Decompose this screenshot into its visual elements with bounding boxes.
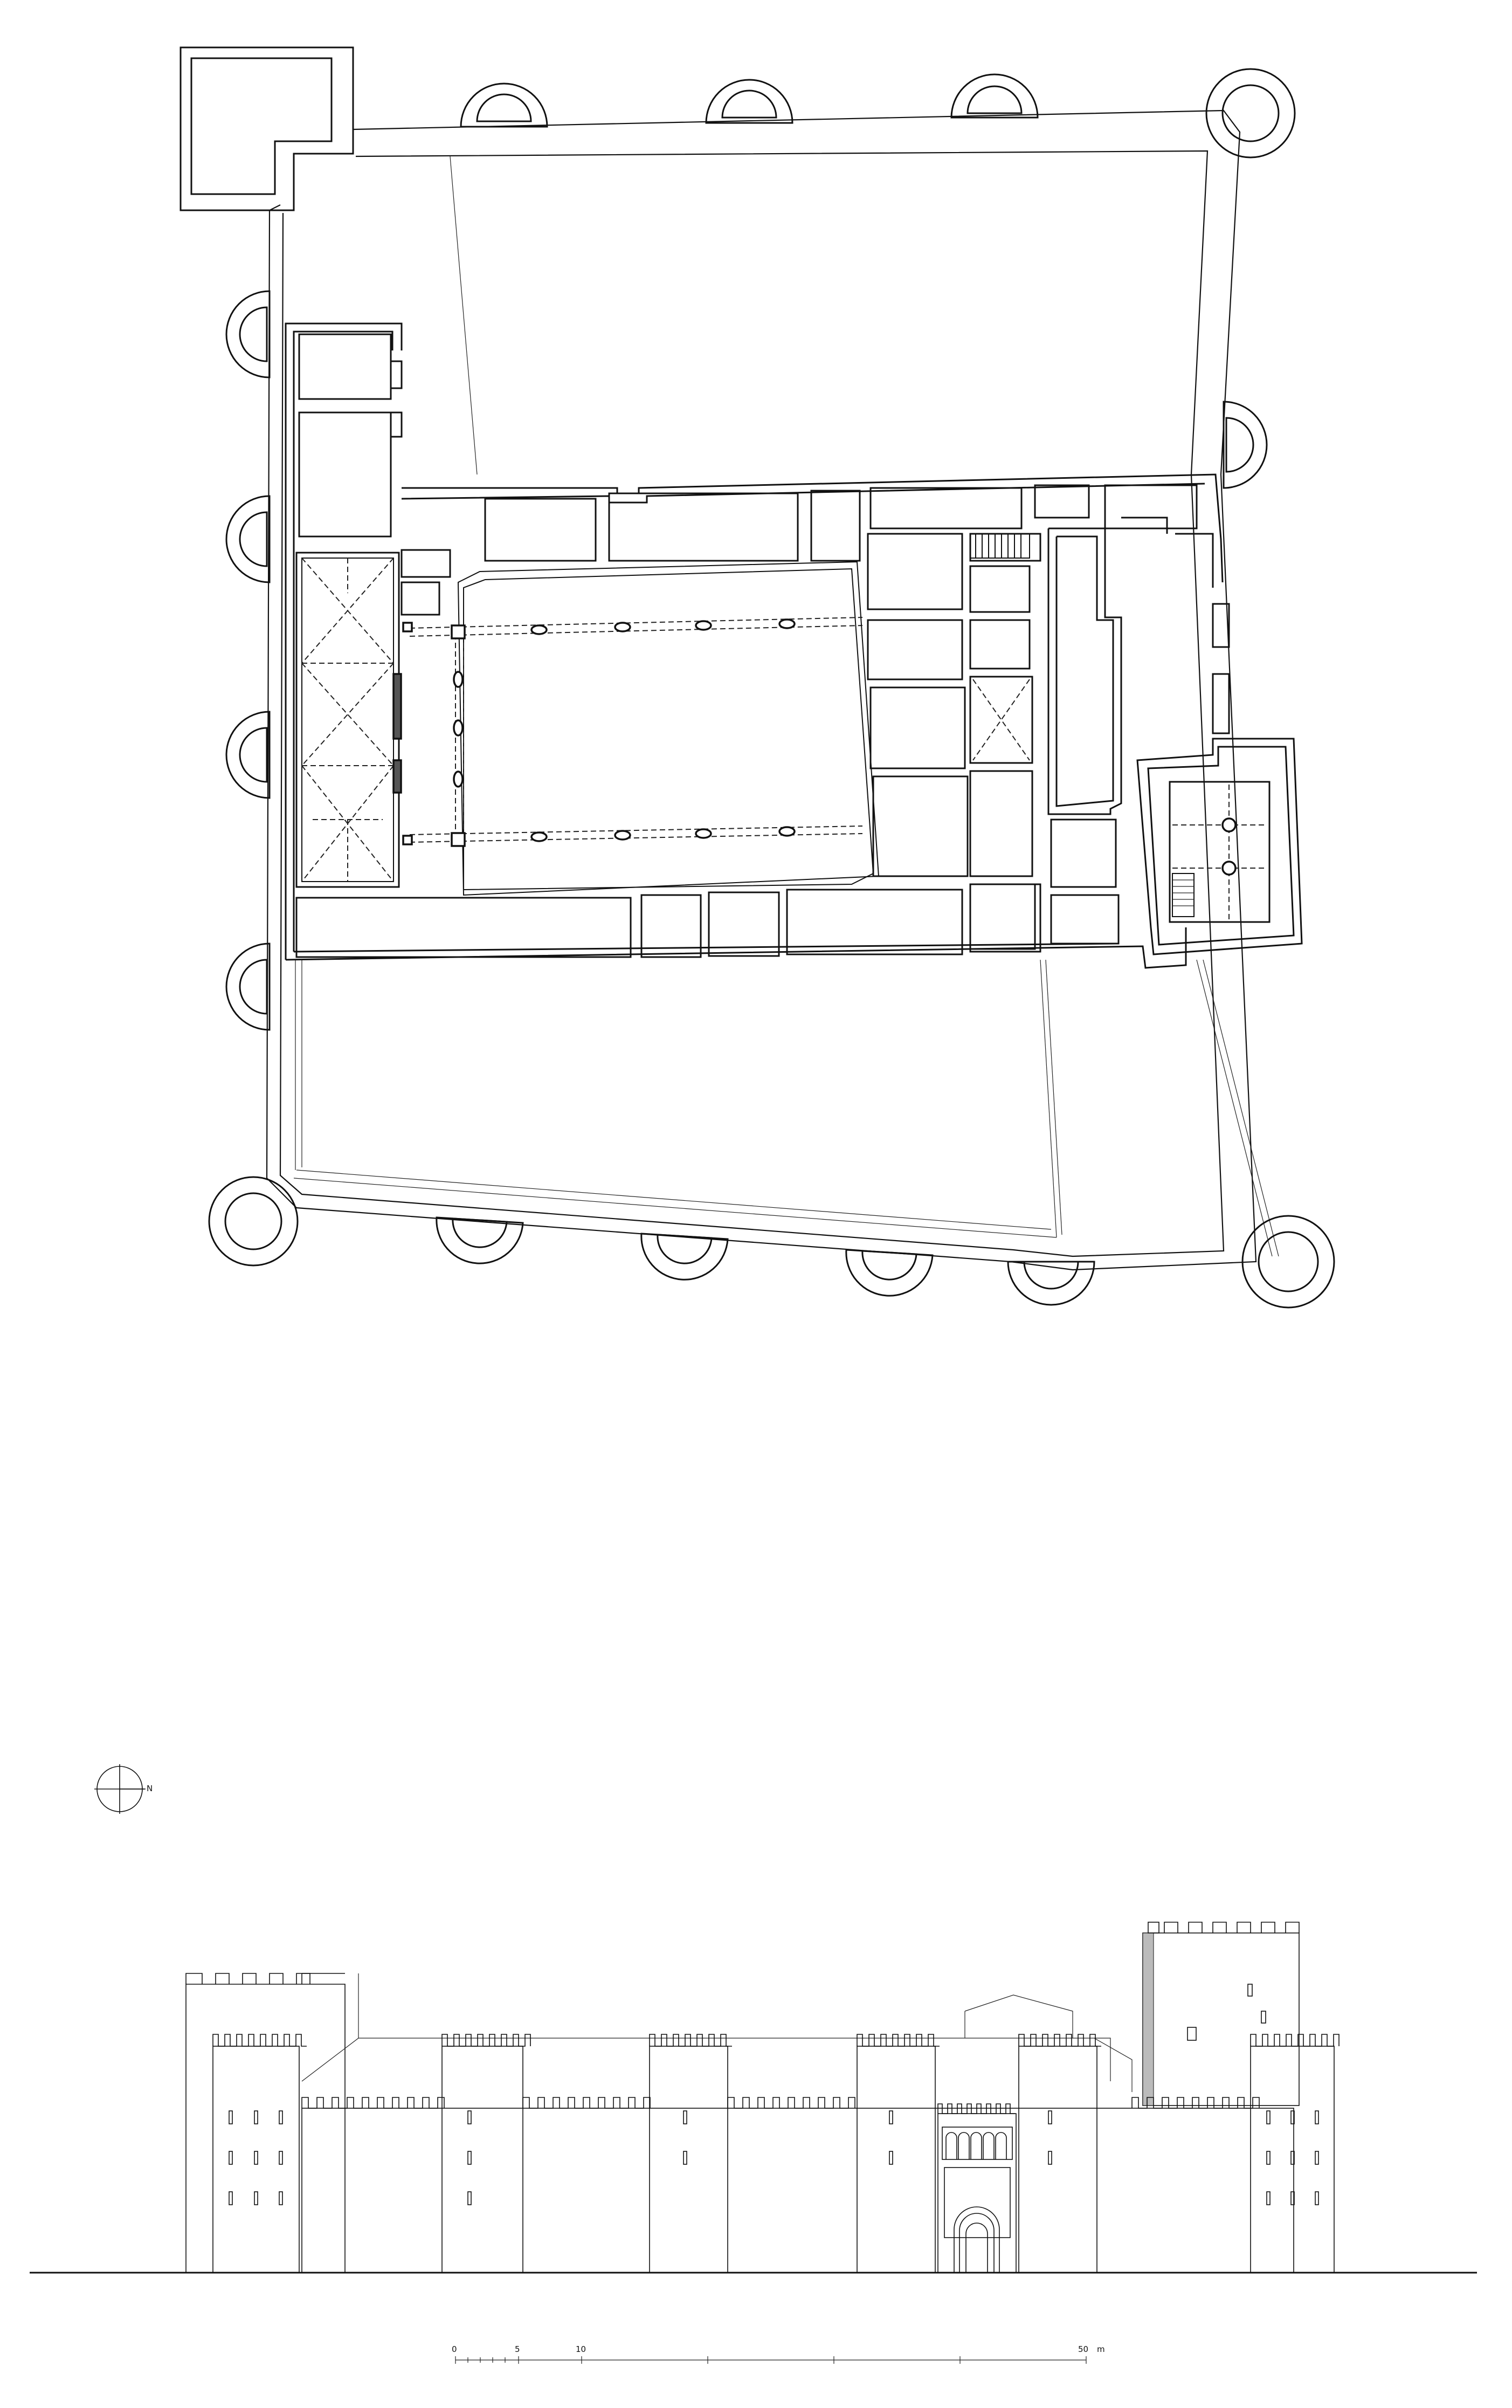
tower-2 — [441, 2034, 531, 2273]
floor-plan — [179, 46, 1335, 1309]
keep-plan — [1136, 738, 1303, 955]
tower-1 — [212, 2034, 307, 2273]
north-arrow-label: N — [147, 1784, 153, 1793]
scale-tick-0: 0 — [452, 2344, 457, 2354]
west-towers — [208, 290, 299, 1267]
scale-unit: m — [1097, 2344, 1105, 2354]
scale-bar: 0 5 10 50 m — [452, 2344, 1105, 2364]
corner-square-tower-nw — [179, 46, 354, 211]
east-tower — [1223, 401, 1268, 489]
tower-3 — [649, 2034, 732, 2273]
gatehouse-elevation — [937, 2103, 1017, 2273]
south-elevation — [30, 1922, 1477, 2274]
keep-stair — [1172, 873, 1195, 917]
palace-block — [285, 322, 1303, 969]
tower-6 — [1250, 2034, 1340, 2273]
wall-towers-elevation — [212, 2034, 1340, 2273]
scale-tick-50: 50 — [1078, 2344, 1088, 2354]
nw-tower-elevation — [185, 1973, 346, 2273]
scale-tick-5: 5 — [515, 2344, 520, 2354]
keep-elevation — [1142, 1922, 1300, 2106]
north-arrow: N — [94, 1764, 153, 1814]
vault-lines — [301, 558, 394, 882]
scale-tick-10: 10 — [576, 2344, 586, 2354]
arcade-piers — [402, 618, 796, 847]
tower-4 — [857, 2034, 940, 2273]
stair — [970, 533, 1030, 559]
south-towers — [436, 1215, 1335, 1309]
outer-precinct-wall — [266, 109, 1279, 1271]
curtain-wall — [301, 2097, 1294, 2273]
north-towers — [460, 68, 1296, 159]
tower-5 — [1018, 2034, 1101, 2273]
